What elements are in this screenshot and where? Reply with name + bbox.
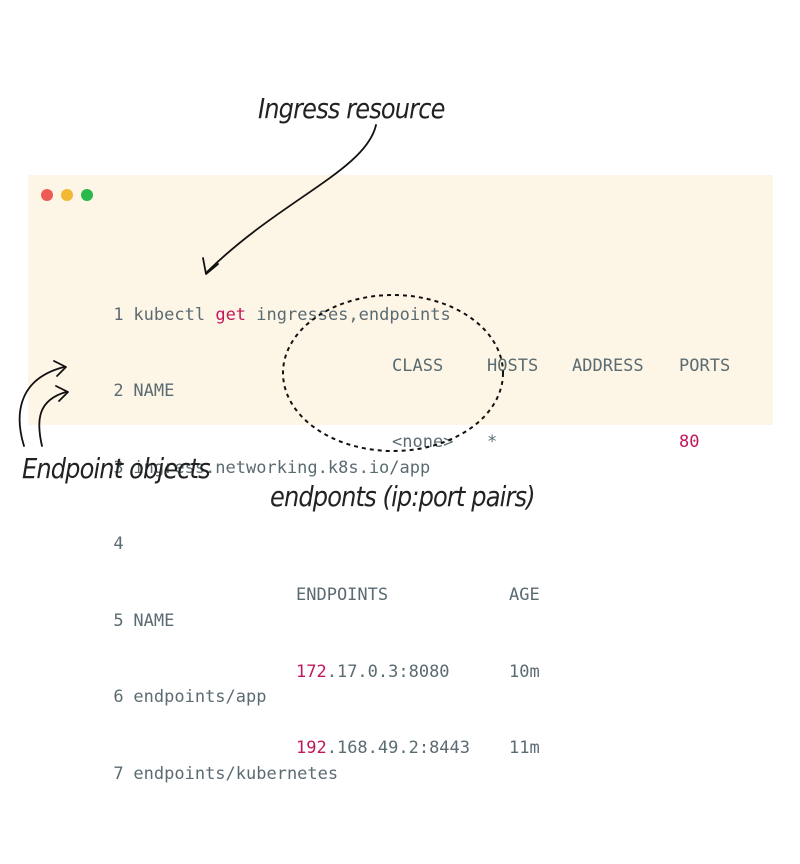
endpoint-ip-rest: .17.0.3:8080 xyxy=(326,661,450,682)
ingress-class: <none> xyxy=(392,432,454,452)
line-number: 5 xyxy=(113,610,124,631)
close-dot-icon[interactable] xyxy=(41,189,53,201)
endpoints-pairs-label: endponts (ip:port pairs) xyxy=(270,480,536,513)
header-hosts: HOSTS xyxy=(487,355,539,376)
endpoint-ip-prefix: 172 xyxy=(296,661,327,682)
header-class: CLASS xyxy=(392,355,444,376)
endpoint-ip-prefix: 192 xyxy=(296,738,327,758)
window-controls xyxy=(41,189,93,201)
ingress-resource-label: Ingress resource xyxy=(258,92,445,125)
line-number: 6 xyxy=(113,687,124,707)
endpoint-name: endpoints/kubernetes xyxy=(133,763,339,784)
line-number: 3 xyxy=(113,457,124,478)
endpoint-address: 172.17.0.3:8080 xyxy=(296,660,450,686)
code-line: 5 NAME ENDPOINTS AGE xyxy=(52,583,539,631)
line-number: 2 xyxy=(113,381,124,401)
code-line: 1 kubectl get ingresses,endpoints xyxy=(52,277,450,325)
line-number: 1 xyxy=(113,304,124,325)
header-name: NAME xyxy=(133,381,175,401)
command-name: kubectl xyxy=(133,304,206,325)
endpoint-name: endpoints/app xyxy=(133,687,267,707)
ingress-ports: 80 xyxy=(679,432,700,452)
code-line: 6 endpoints/app 172.17.0.3:8080 10m xyxy=(52,660,539,708)
command-keyword: get xyxy=(215,304,247,325)
endpoint-age: 10m xyxy=(509,661,540,682)
line-number: 4 xyxy=(113,534,124,554)
header-ports: PORTS xyxy=(679,355,731,376)
minimize-dot-icon[interactable] xyxy=(61,189,73,201)
ingress-hosts: * xyxy=(487,432,498,452)
header-age: AGE xyxy=(509,585,540,605)
command-args: ingresses,endpoints xyxy=(256,304,451,325)
maximize-dot-icon[interactable] xyxy=(81,189,93,201)
header-endpoints: ENDPOINTS xyxy=(296,585,389,605)
line-number: 7 xyxy=(113,763,124,784)
header-name: NAME xyxy=(133,610,175,631)
endpoint-address: 192.168.49.2:8443 xyxy=(296,736,470,762)
endpoint-ip-rest: .168.49.2:8443 xyxy=(326,738,471,758)
endpoint-objects-label: Endpoint objects xyxy=(22,452,211,485)
ingress-name: ingress.networking.k8s.io/app xyxy=(133,457,431,478)
code-line: 4 xyxy=(52,507,451,554)
code-line: 2 NAME CLASS HOSTS ADDRESS PORTS xyxy=(52,354,730,402)
endpoint-age: 11m xyxy=(509,738,540,758)
header-address: ADDRESS xyxy=(572,355,644,376)
